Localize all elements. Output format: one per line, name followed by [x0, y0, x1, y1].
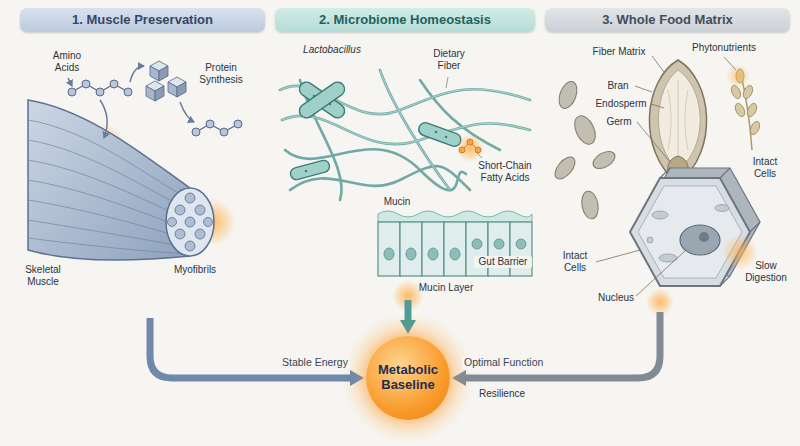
part-label: Intact Cells [744, 156, 786, 180]
part-label: Skeletal Muscle [20, 264, 66, 288]
muscle-illustration [28, 61, 242, 260]
edge-label: Optimal Function [462, 356, 545, 369]
part-label: Phytonutrients [688, 42, 760, 54]
flow-arrow [405, 300, 412, 322]
part-label: Bran [604, 80, 632, 92]
part-label: Lactobacillus [296, 44, 368, 56]
panel-header: 3. Whole Food Matrix [545, 8, 790, 32]
hub-text: Metabolic Baseline [372, 363, 444, 393]
edge-label: Stable Energy [280, 356, 350, 369]
food-matrix-illustration [551, 56, 761, 316]
hub-circle: Metabolic Baseline [366, 336, 450, 420]
part-label: Slow Digestion [740, 260, 792, 284]
part-label: Resilience [472, 388, 532, 400]
microbiome-illustration [280, 70, 532, 312]
part-label: Amino Acids [46, 50, 88, 74]
part-label: Intact Cells [554, 250, 596, 274]
part-label: Dietary Fiber [426, 48, 472, 72]
part-label: Gut Barrier [474, 256, 532, 268]
panel-header: 1. Muscle Preservation [20, 8, 265, 32]
part-label: Nucleus [594, 292, 638, 304]
part-label: Protein Synthesis [194, 62, 248, 86]
part-label: Myofibrils [170, 264, 220, 276]
part-label: Fiber Matrix [588, 46, 650, 58]
flow-arrow [150, 318, 352, 378]
part-label: Mucin Layer [416, 282, 476, 294]
part-label: Mucin [380, 196, 414, 208]
panel-header: 2. Microbiome Homeostasis [275, 8, 535, 32]
part-label: Germ [604, 116, 634, 128]
part-label: Short-Chain Fatty Acids [474, 160, 536, 184]
part-label: Endosperm [594, 98, 648, 110]
